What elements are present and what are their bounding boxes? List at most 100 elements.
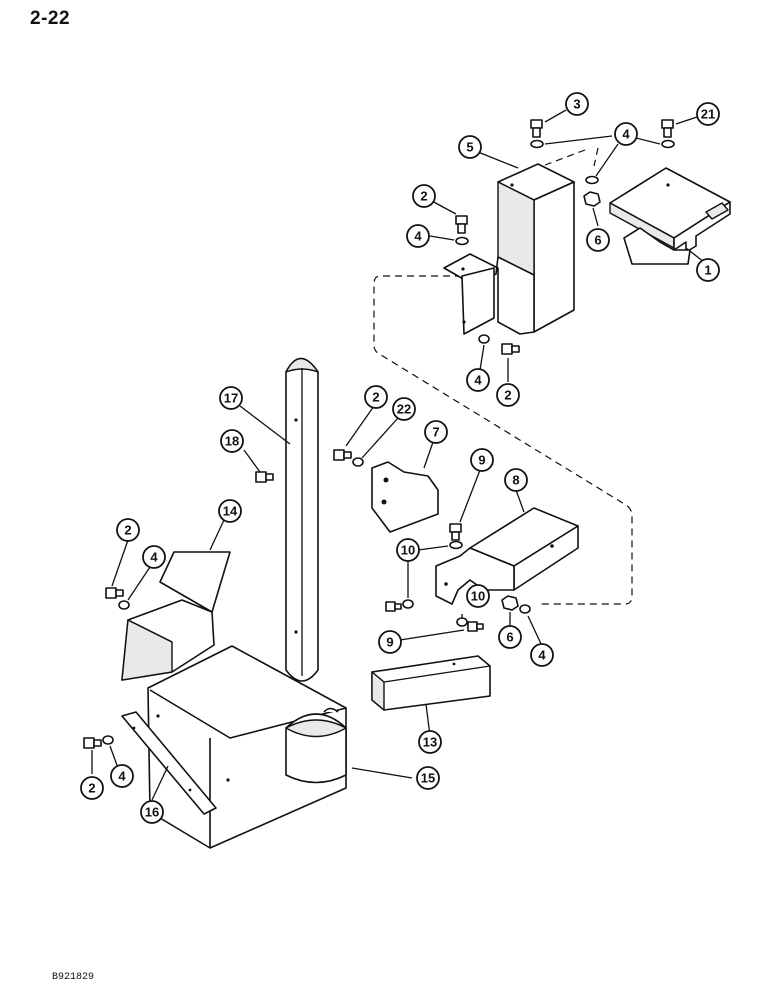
callout-7: 7 — [424, 420, 448, 444]
bolt-icon — [385, 601, 402, 612]
callout-4: 4 — [614, 122, 638, 146]
callout-10: 10 — [466, 584, 490, 608]
callout-6: 6 — [498, 625, 522, 649]
bolt-icon — [501, 343, 520, 355]
svg-text:13: 13 — [423, 735, 437, 750]
callout-18: 18 — [220, 429, 244, 453]
drawing-code: B921829 — [52, 972, 95, 983]
part-16-strip — [121, 711, 217, 815]
part-13-channel — [371, 655, 491, 711]
svg-text:2: 2 — [504, 388, 511, 403]
callout-21: 21 — [696, 102, 720, 126]
bolt-3-icon — [530, 119, 543, 138]
callout-2: 2 — [116, 518, 140, 542]
assembly-line-upper — [544, 147, 599, 167]
svg-text:5: 5 — [466, 140, 473, 155]
washer-icon — [118, 600, 130, 610]
bolt-21-icon — [661, 119, 674, 138]
bolt-icon — [83, 737, 102, 749]
svg-text:7: 7 — [432, 425, 439, 440]
nut-icon — [583, 191, 601, 207]
svg-text:8: 8 — [512, 473, 519, 488]
callout-14: 14 — [218, 499, 242, 523]
svg-text:2: 2 — [88, 781, 95, 796]
callout-4: 4 — [530, 643, 554, 667]
bolt-icon — [467, 621, 484, 632]
callout-13: 13 — [418, 730, 442, 754]
svg-text:21: 21 — [701, 107, 715, 122]
svg-text:17: 17 — [224, 391, 238, 406]
callout-1: 1 — [696, 258, 720, 282]
bolt-icon — [333, 449, 352, 461]
svg-text:4: 4 — [474, 373, 482, 388]
callout-2: 2 — [496, 383, 520, 407]
svg-text:4: 4 — [414, 229, 422, 244]
svg-text:6: 6 — [506, 630, 513, 645]
callout-9: 9 — [378, 630, 402, 654]
callout-2: 2 — [412, 184, 436, 208]
nut-icon — [501, 595, 519, 611]
washer-icon — [530, 139, 544, 149]
bolt-icon — [455, 215, 468, 234]
assembly-line-left — [373, 275, 633, 605]
page-number: 2-22 — [30, 8, 71, 29]
washer-icon — [449, 540, 463, 550]
bolt-18-icon — [255, 471, 274, 483]
callout-9: 9 — [470, 448, 494, 472]
callout-5: 5 — [458, 135, 482, 159]
svg-text:4: 4 — [622, 127, 630, 142]
svg-text:3: 3 — [573, 97, 580, 112]
part-1-bracket — [609, 167, 731, 265]
svg-text:4: 4 — [118, 769, 126, 784]
callout-4: 4 — [466, 368, 490, 392]
washer-icon — [402, 599, 414, 609]
svg-text:9: 9 — [478, 453, 485, 468]
part-17-tube — [285, 357, 319, 682]
callout-2: 2 — [80, 776, 104, 800]
svg-text:2: 2 — [372, 390, 379, 405]
svg-text:4: 4 — [538, 648, 546, 663]
leader-lines — [91, 109, 705, 801]
washer-icon — [352, 457, 364, 467]
svg-text:10: 10 — [401, 543, 415, 558]
svg-text:18: 18 — [225, 434, 239, 449]
callout-4: 4 — [406, 224, 430, 248]
svg-text:10: 10 — [471, 589, 485, 604]
callout-3: 3 — [565, 92, 589, 116]
part-7-plate — [371, 461, 439, 533]
callout-17: 17 — [219, 386, 243, 410]
callout-16: 16 — [140, 800, 164, 824]
callout-15: 15 — [416, 766, 440, 790]
washer-icon — [519, 604, 531, 614]
bolt-icon — [105, 587, 124, 599]
svg-text:9: 9 — [386, 635, 393, 650]
svg-text:6: 6 — [594, 233, 601, 248]
part-5-bracket — [443, 163, 575, 335]
callout-4: 4 — [110, 764, 134, 788]
part-14-cover — [121, 551, 231, 681]
bolt-icon — [449, 523, 462, 541]
washer-icon — [456, 617, 468, 627]
svg-text:22: 22 — [397, 402, 411, 417]
washer-icon — [585, 175, 599, 185]
svg-text:2: 2 — [124, 523, 131, 538]
part-8-bracket — [435, 507, 579, 605]
svg-text:14: 14 — [223, 504, 238, 519]
callout-6: 6 — [586, 228, 610, 252]
svg-text:1: 1 — [704, 263, 711, 278]
svg-text:4: 4 — [150, 550, 158, 565]
svg-text:16: 16 — [145, 805, 159, 820]
svg-text:15: 15 — [421, 771, 435, 786]
part-15-chute — [147, 645, 347, 849]
callout-4: 4 — [142, 545, 166, 569]
callout-22: 22 — [392, 397, 416, 421]
washer-icon — [478, 334, 490, 344]
fasteners — [83, 119, 675, 749]
washer-icon — [455, 236, 469, 246]
callout-2: 2 — [364, 385, 388, 409]
washer-icon — [102, 735, 114, 745]
callout-10: 10 — [396, 538, 420, 562]
svg-text:2: 2 — [420, 189, 427, 204]
washer-icon — [661, 139, 675, 149]
